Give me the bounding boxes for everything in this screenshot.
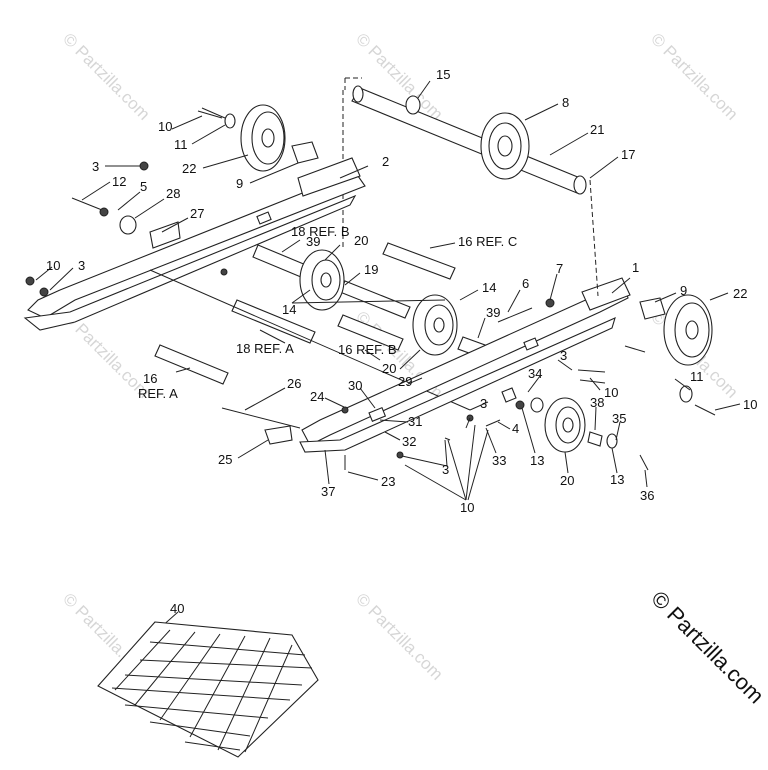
callout-32: 32 [402,434,416,449]
callout-22: 22 [733,286,747,301]
callout-10: 10 [604,385,618,400]
callout-35: 35 [612,411,626,426]
callout-11: 11 [174,137,188,152]
callout-3: 3 [560,348,567,363]
callout-14: 14 [482,280,496,295]
callout-30: 30 [348,378,362,393]
watermark-text: © Partzilla.com [352,589,446,683]
callout-5: 5 [140,179,147,194]
callout-10: 10 [743,397,757,412]
callout-19: 19 [364,262,378,277]
callout-39: 39 [306,234,320,249]
callout-39: 39 [486,305,500,320]
callout-10: 10 [158,119,172,134]
callout-22: 22 [182,161,196,176]
callout-2: 2 [382,154,389,169]
callout-24: 24 [310,389,324,404]
right-rail [221,179,631,453]
callout-13: 13 [530,453,544,468]
callout-9: 9 [236,176,243,191]
callout-14: 14 [282,302,296,317]
callout-11: 11 [690,369,704,384]
watermark-text: © Partzilla.com [59,29,153,123]
callout-31: 31 [408,414,422,429]
left-rail [23,157,366,331]
callout-27: 27 [190,206,204,221]
callout-18-ref-b: 18 REF. B [291,224,350,239]
callout-38: 38 [590,395,604,410]
partzilla-brand: © Partzilla.com [646,586,768,709]
callout-16-ref-b: 16 REF. B [338,342,397,357]
callout-25: 25 [218,452,232,467]
wheels-20-middle [299,249,486,358]
callout-1: 1 [632,260,639,275]
callout-18-ref-a: 18 REF. A [236,341,294,356]
callout-10: 10 [460,500,474,515]
callout-17: 17 [621,147,635,162]
callout-20: 20 [382,361,396,376]
callout-labels: 15 8 21 17 10 11 22 3 9 2 12 5 28 27 18 … [46,67,757,616]
leader-lines [35,80,741,629]
callout-7: 7 [556,261,563,276]
watermark-text: © Partzilla.com [647,29,741,123]
callout-15: 15 [436,67,450,82]
callout-20: 20 [560,473,574,488]
callout-37: 37 [321,484,335,499]
callout-16: 16 [143,371,157,386]
callout-3: 3 [480,396,487,411]
wheel-22-upper [197,104,319,172]
callout-29: 29 [398,374,412,389]
callout-3: 3 [78,258,85,273]
callout-13: 13 [610,472,624,487]
callout-12: 12 [112,174,126,189]
callout-4: 4 [512,421,519,436]
wheel-22-lower [639,294,713,403]
callout-9: 9 [680,283,687,298]
callout-21: 21 [590,122,604,137]
track-40 [97,621,319,758]
callout-16-ref-c: 16 REF. C [458,234,517,249]
callout-10: 10 [46,258,60,273]
callout-28: 28 [166,186,180,201]
callout-8: 8 [562,95,569,110]
callout-20: 20 [354,233,368,248]
top-axle-assembly [342,77,587,250]
callout-3: 3 [442,462,449,477]
callout-34: 34 [528,366,542,381]
callout-40: 40 [170,601,184,616]
callout-23: 23 [381,474,395,489]
callout-3: 3 [92,159,99,174]
callout-6: 6 [522,276,529,291]
callout-26: 26 [287,376,301,391]
callout-ref-a: REF. A [138,386,178,401]
callout-33: 33 [492,453,506,468]
callout-36: 36 [640,488,654,503]
